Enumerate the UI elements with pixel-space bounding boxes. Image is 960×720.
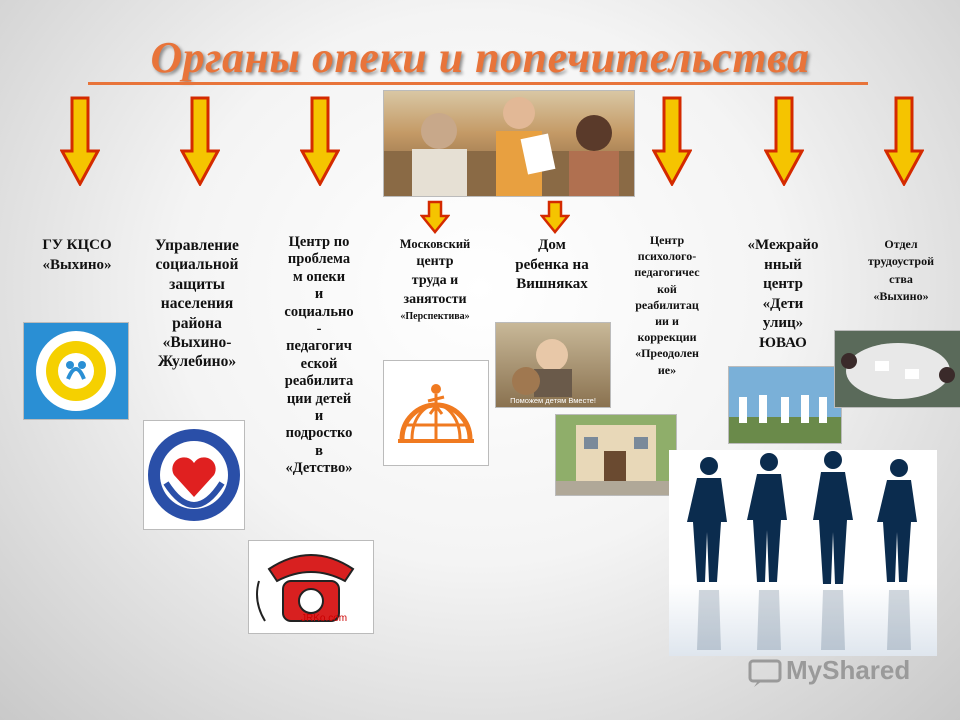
org-line: ЮВАО [759,334,807,351]
business-people-silhouettes [669,450,937,656]
org-line: занятости [403,291,467,307]
kcso-logo [23,322,129,420]
org-line: кой [657,281,677,296]
org-line: центр [416,253,454,269]
org-line: Вишняках [516,276,588,292]
org-line: психолого- [637,249,697,264]
down-arrow-icon [300,96,340,186]
org-line: защиты [169,275,225,293]
down-arrow-icon [540,200,570,234]
org-line: населения [160,295,234,313]
org-line: ии и [655,313,679,328]
street-children-photo [728,366,842,444]
org-line: педагогичес [634,265,700,280]
org-line: «Выхино» [873,289,929,304]
down-arrow-icon [180,96,220,186]
org-line: Жулебино» [157,353,237,371]
org-line: м опеки [292,268,346,285]
org-line: «Межрайо [747,237,819,253]
org-line: и [314,286,324,303]
org-line: улиц» [762,315,804,331]
org-line: Отдел [884,237,918,251]
org-line: Дом [538,237,566,253]
org-line: «Дети [762,295,804,312]
org-line: ГУ КЦСО [42,237,112,253]
perspektiva-logo [383,360,489,466]
down-arrow-icon [764,96,804,186]
org-line: Центр по [288,234,350,250]
org-perspektiva: Московский центр труда и занятости «Перс… [380,236,490,323]
title-underline [88,82,868,85]
org-kcso: ГУ КЦСО «Выхино» [22,236,132,275]
myshared-logo-icon [748,659,782,687]
org-line: Центр [649,233,685,247]
org-line: коррекции [637,330,697,345]
org-line: педагогич [286,338,352,355]
org-line: «Детство» [285,460,353,477]
org-social-protection: Управление социальной защиты населения р… [136,236,258,372]
org-line: Управление [155,237,239,254]
org-line: трудоустрой [868,254,934,269]
child-photo-caption: Поможем детям Вместе! [510,396,596,405]
down-arrow-icon [60,96,100,186]
phone-logo: JRKo.com [248,540,374,634]
org-line: социальной [155,256,239,274]
watermark-text: MyShared [786,655,911,685]
child-photo: Поможем детям Вместе! [495,322,611,408]
org-line: района [172,314,222,332]
org-line: нный [764,256,802,273]
org-line: «Перспектива» [400,310,470,322]
org-line: реабилитац [635,297,699,312]
org-line: - [316,320,322,337]
org-line: центр [763,276,803,292]
org-preodolenie: Центр психолого- педагогичес кой реабили… [614,232,720,378]
down-arrow-icon [652,96,692,186]
org-line: проблема [287,251,351,268]
page-title: Органы опеки и попечительства [150,33,810,82]
org-line: подростко [285,425,353,442]
org-line: и [314,407,324,424]
phone-logo-caption: JRKo.com [301,613,348,624]
org-baby-home: Дом ребенка на Вишняках [498,236,606,295]
org-detstvo: Центр по проблема м опеки и социально - … [266,234,372,477]
employment-photo [834,330,960,408]
org-line: Московский [399,237,471,251]
down-arrow-icon [884,96,924,186]
org-line: ции детей [286,390,352,407]
org-line: «Выхино- [162,333,232,351]
org-line: реабилита [284,373,354,390]
org-line: «Выхино» [42,256,112,273]
org-line: ства [889,271,913,286]
org-street-children: «Межрайо нный центр «Дети улиц» ЮВАО [728,236,838,353]
down-arrow-icon [420,200,450,234]
org-employment-dept: Отдел трудоустрой ства «Выхино» [846,236,956,306]
social-protection-logo [143,420,245,530]
building-photo [555,414,677,496]
org-line: в [315,442,323,459]
org-line: «Преодолен [635,346,699,361]
org-line: ребенка на [515,256,589,273]
org-line: труда и [411,272,459,288]
org-line: социально [284,303,354,320]
org-line: ие» [657,362,677,377]
org-line: еской [300,355,338,372]
meeting-photo [383,90,635,197]
